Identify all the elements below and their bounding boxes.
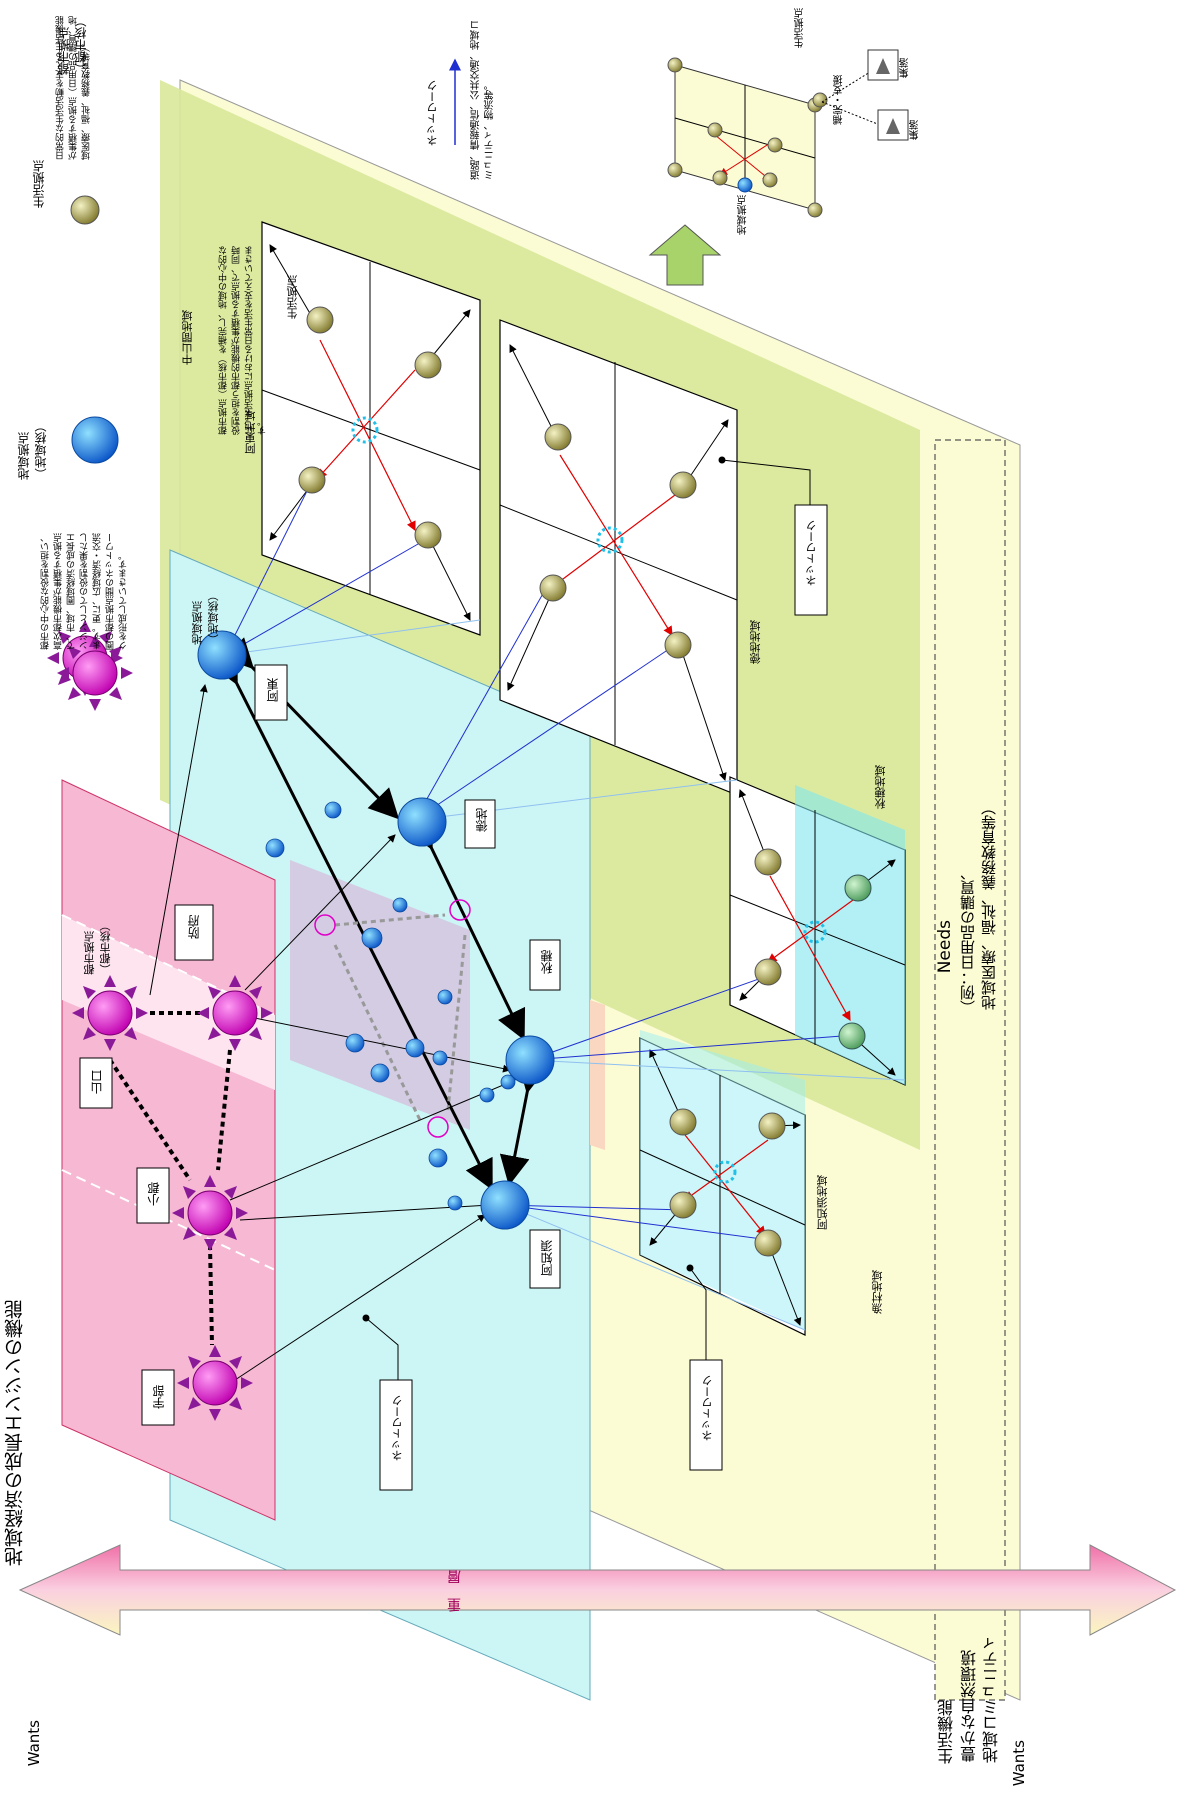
city-label-ube: 宇部 [152,1385,166,1409]
needs-title: Needs [935,920,955,974]
area-tokuji: 徳地地域 [749,620,762,664]
leader-lines [362,456,811,1380]
area-atou: 阿東地域 [244,410,257,454]
needs-line-2: 地域医療、福祉、義務教育等） [980,800,998,1010]
inset-regional-label: 地域拠点 [738,195,749,235]
jyuso-label: 重 層 [447,1570,463,1612]
area-gyoson: 漁村地域 [871,1270,884,1314]
legend-regional-title: 地域拠点 （地域核） [17,420,48,480]
thin-links [149,684,516,1381]
center-dots [351,416,827,1184]
needs-box [934,439,1006,1701]
legend-regional-desc: 都市拠点（都市核）を補完し、地域の中心的な役割を担う都市的機能が集積する拠点で、… [219,246,268,435]
legend-network-title: ネットワーク [426,80,439,146]
city-links [108,1011,232,1346]
city-label-yamaguchi: 山口 [90,1070,104,1094]
hub-aio [505,1035,555,1085]
legend-network-desc: 道路、情報通信、公共交通、地域コミュニティ、物流等。 [471,20,496,180]
needs-line-1: （例：日用品の購買、 [959,865,977,1015]
legend-regional-icon [71,416,119,464]
legend-life-desc: 日常的な生活活動を支える生活機能が集積する拠点（日用品の購買、地域医療、福祉、義… [56,16,92,160]
hub-atou [197,630,247,680]
network-lines [224,484,856,1241]
small-regional-dots [265,801,516,1211]
inset-village-2: 集落 [910,120,921,140]
hub-label-aio: 秋穂 [540,950,554,974]
inset-village-1: 集落 [900,58,911,78]
regional-hubs [197,630,555,1230]
area-ajisu: 阿知須地域 [816,1175,829,1230]
inset-life-label: 生活拠点 [795,8,806,48]
region-network-label: ネットワーク [701,1375,714,1441]
area-seikatsu: 生活拠点 [286,275,299,319]
hub-ajisu [480,1180,530,1230]
life-line-1: 生活機能 [937,1700,956,1764]
hub-label-atou: 阿東 [266,678,280,702]
regional-panel-label: 地域拠点 （地域核） [191,590,220,645]
title: 地域経済の成長エンジンの機能 [4,1300,26,1566]
city-network-label: ネットワーク [391,1395,404,1461]
up-arrow [648,224,722,286]
hub-label-tokuji: 徳地 [475,808,489,832]
inset-support-label: 補完・支援 [834,75,845,125]
life-nodes [70,195,786,1257]
inset-diagram [667,49,909,218]
life-line-4: Wants [1010,1740,1028,1787]
label-boxes [79,504,828,1491]
wants-left: Wants [25,1720,43,1767]
area-chusankan: 中山間地域 [181,310,194,365]
life-line-2: 豊かな自然環境 [960,1650,979,1762]
legend-city-desc: 都市の中心的な役割を担い、高次都市機能が集積する拠点で、市域、圏域経済の成長エン… [41,533,129,650]
hub-label-ajisu: 阿知須 [540,1240,554,1276]
city-suns [46,619,274,1422]
area-aio: 秋穂地域 [874,765,887,809]
green-nodes [838,874,872,1050]
grey-links [333,913,467,1121]
hub-tokuji [397,797,447,847]
city-panel-label: 都市拠点 （都市核） [83,920,112,975]
city-label-ogori: 小郡 [147,1182,161,1206]
overlap-arrow [18,1544,1177,1636]
starbursts [314,899,471,1138]
red-arrows [317,339,854,1236]
life-line-3: 地域コミュニティ [982,1635,1001,1763]
area-network: ネットワーク [805,520,818,586]
city-label-hofu: 防府 [187,915,201,939]
legend-life-title: 生活拠点 [32,160,46,208]
grid-lines [261,262,906,1295]
aio-cyan [795,785,905,1085]
